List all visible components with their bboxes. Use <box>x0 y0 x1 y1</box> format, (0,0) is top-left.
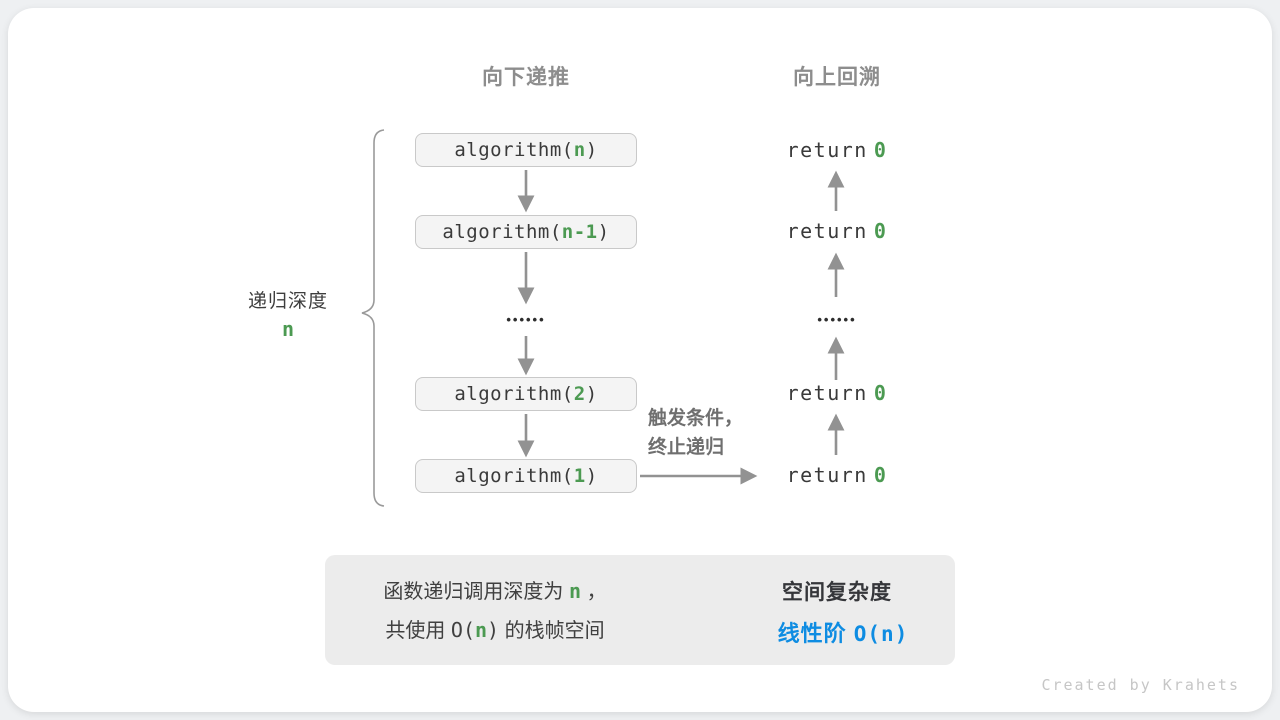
credit-text: Created by Krahets <box>1041 676 1240 694</box>
summary-line2-pre: 共使用 <box>385 620 451 642</box>
call-close: ) <box>585 465 598 487</box>
summary-line1-pre: 函数递归调用深度为 <box>383 581 569 603</box>
space-complexity-title: 空间复杂度 <box>782 581 892 604</box>
depth-label: 递归深度 <box>247 291 328 312</box>
base-case-note-line2: 终止递归 <box>648 437 725 458</box>
space-complexity-order: 线性阶 <box>777 621 854 646</box>
return-value: 0 <box>873 219 888 243</box>
call-arg: 1 <box>573 465 586 487</box>
summary-line1-post: ， <box>581 581 607 603</box>
call-close: ) <box>597 221 610 243</box>
summary-description: 函数递归调用深度为 n ， 共使用 O(n) 的栈帧空间 <box>350 572 640 650</box>
summary-line2-var: n <box>475 618 488 642</box>
return-value: 0 <box>873 138 888 162</box>
space-complexity-result: 线性阶 O(n) <box>730 616 956 648</box>
call-fn: algorithm( <box>454 139 574 161</box>
return-value: 0 <box>873 381 888 405</box>
call-arg: n-1 <box>561 221 598 243</box>
summary-line2-code-open: O( <box>450 618 475 642</box>
return-keyword: return <box>786 138 868 162</box>
return-keyword: return <box>786 219 868 243</box>
summary-line1: 函数递归调用深度为 n ， <box>350 572 640 611</box>
return-keyword: return <box>786 463 868 487</box>
summary-line2-code-close: ) <box>487 618 500 642</box>
summary-line2-post: 的栈帧空间 <box>499 620 605 642</box>
call-fn: algorithm( <box>454 383 574 405</box>
summary-line1-var: n <box>568 579 582 603</box>
space-complexity-notation: O(n) <box>853 622 909 646</box>
call-fn: algorithm( <box>442 221 562 243</box>
call-arg: n <box>573 139 586 161</box>
ellipsis-returns: •••••• <box>817 312 857 327</box>
summary-panel <box>325 555 955 665</box>
heading-downward-recursion: 向下递推 <box>482 66 570 89</box>
call-arg: 2 <box>573 383 586 405</box>
ellipsis-calls: •••••• <box>506 312 546 327</box>
call-box-algorithm-n: algorithm(n) <box>415 133 637 167</box>
base-case-note: 触发条件， 终止递归 <box>648 404 743 462</box>
return-value: 0 <box>873 463 888 487</box>
call-close: ) <box>585 383 598 405</box>
call-box-algorithm-1: algorithm(1) <box>415 459 637 493</box>
depth-value: n <box>281 317 295 341</box>
call-box-algorithm-2: algorithm(2) <box>415 377 637 411</box>
heading-upward-backtracking: 向上回溯 <box>793 66 881 89</box>
call-box-algorithm-n-1: algorithm(n-1) <box>415 215 637 249</box>
call-fn: algorithm( <box>454 465 574 487</box>
call-close: ) <box>585 139 598 161</box>
return-keyword: return <box>786 381 868 405</box>
base-case-note-line1: 触发条件， <box>648 408 744 429</box>
summary-line2: 共使用 O(n) 的栈帧空间 <box>350 611 640 650</box>
